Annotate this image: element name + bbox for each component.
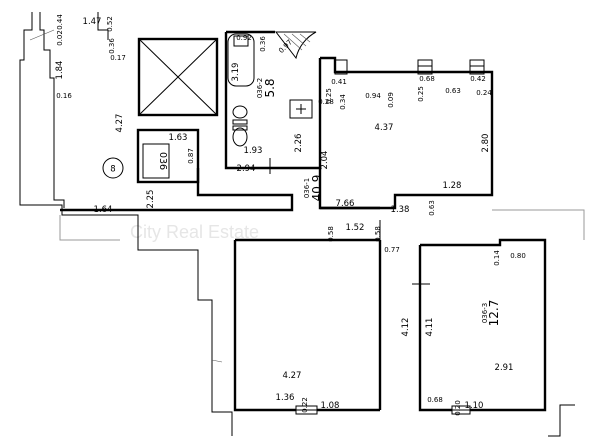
dimension-label: 0.44 [56,14,64,30]
dimension-label: 0.25 [325,88,333,104]
dimension-label: 7.66 [336,199,355,209]
dimension-label: 0.58 [374,226,382,242]
watermark: City Real Estate [130,222,259,242]
dimension-label: 4.12 [401,318,411,337]
dimension-label: 4.37 [375,123,394,133]
dimension-label: 2.80 [481,134,491,153]
dimension-label: 1.38 [391,205,410,215]
dimension-label: 2.25 [146,190,156,209]
dimension-label: 0.28 [318,98,334,106]
dimension-label: 1.52 [346,223,365,233]
dimension-label: 0.77 [384,246,400,254]
room-area: 40.9 [310,175,324,202]
dimension-label: 0.58 [327,226,335,242]
ventilation-shaft [137,37,219,117]
dimension-label: 0.36 [108,38,116,54]
room-036-2-bathroom [224,30,322,174]
dimension-label: 4.27 [115,114,125,133]
dimension-label: 0.68 [427,396,443,404]
stair-number: 8 [110,165,115,175]
dimension-label: 1.36 [276,393,295,403]
plan-code: 036 [157,152,168,170]
room-labels: 036-1 40.9 036-2 5.8 036-3 12.7 [256,78,501,327]
plan-code-box: 036 [142,143,170,179]
dimension-label: 2.94 [237,164,256,174]
dimension-label: 1.08 [321,401,340,411]
room-code: 036-2 [256,78,264,98]
dimension-label: 2.04 [320,151,330,170]
dimension-label: 0.52 [106,16,114,32]
stair-marker: 8 [102,157,124,179]
dimension-label: 0.14 [493,250,501,266]
dimension-label: 1.28 [443,181,462,191]
dimension-label: 0.16 [56,92,72,100]
dimension-label: 0.63 [445,87,461,95]
dimension-label: 0.87 [187,148,195,164]
dimension-label: 0.68 [419,75,435,83]
room-036-3 [418,238,547,415]
room-code: 036-3 [481,303,489,323]
dimension-label: 0.02 [56,30,64,46]
dimension-label: 0.80 [510,252,526,260]
dimension-label: 1.47 [83,17,102,27]
dimension-label: 0.22 [301,397,309,413]
door-swing [274,31,317,60]
dimension-label: 2.91 [495,363,514,373]
dimension-label: 0.17 [110,54,126,62]
room-036-1 [60,56,494,212]
dimension-label: 0.24 [476,89,492,97]
dimension-label: 0.42 [470,75,486,83]
room-lower-left [233,220,430,415]
building-outline [19,12,585,437]
room-code: 036-1 [303,178,311,198]
dimension-label: 2.26 [294,134,304,153]
dimension-label: 4.11 [425,318,435,337]
dimension-label: 1.64 [94,205,113,215]
dimension-label: 1.10 [465,401,484,411]
dimension-label: 0.41 [331,78,347,86]
dimension-label: 4.27 [283,371,302,381]
dimension-label: 1.63 [169,133,188,143]
stair-landing [136,128,200,184]
dimension-label: 0.09 [387,92,395,108]
room-area: 12.7 [487,300,501,327]
dimension-label: 0.36 [259,36,267,52]
dimension-label: 1.84 [55,61,65,80]
dimension-label: 1.93 [244,146,263,156]
dimension-label: 0.63 [428,200,436,216]
dimension-label: 0.34 [339,94,347,110]
dimension-label: 3.19 [231,63,241,82]
room-area: 5.8 [263,78,277,97]
dimension-label: 0.25 [417,86,425,102]
dimension-label: 0.94 [365,92,381,100]
dimension-label: 0.92 [236,34,252,42]
dimension-label: 0.20 [454,400,462,416]
